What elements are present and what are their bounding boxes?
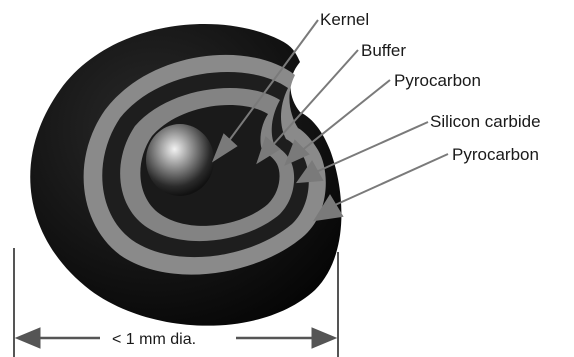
label-buffer: Buffer <box>361 41 406 60</box>
pyrocarbon-outer-leader-line <box>335 154 448 205</box>
label-pyrocarbon-outer: Pyrocarbon <box>452 145 539 164</box>
pyrocarbon-inner-leader-line <box>300 80 390 152</box>
dimension-label: < 1 mm dia. <box>112 331 196 348</box>
kernel-core <box>146 124 214 196</box>
label-kernel: Kernel <box>320 10 369 29</box>
dimension-arrow-left <box>16 328 40 348</box>
label-pyrocarbon-inner: Pyrocarbon <box>394 71 481 90</box>
dimension-arrow-right <box>312 328 336 348</box>
silicon-carbide-leader-line <box>316 122 428 172</box>
label-silicon-carbide: Silicon carbide <box>430 112 541 131</box>
